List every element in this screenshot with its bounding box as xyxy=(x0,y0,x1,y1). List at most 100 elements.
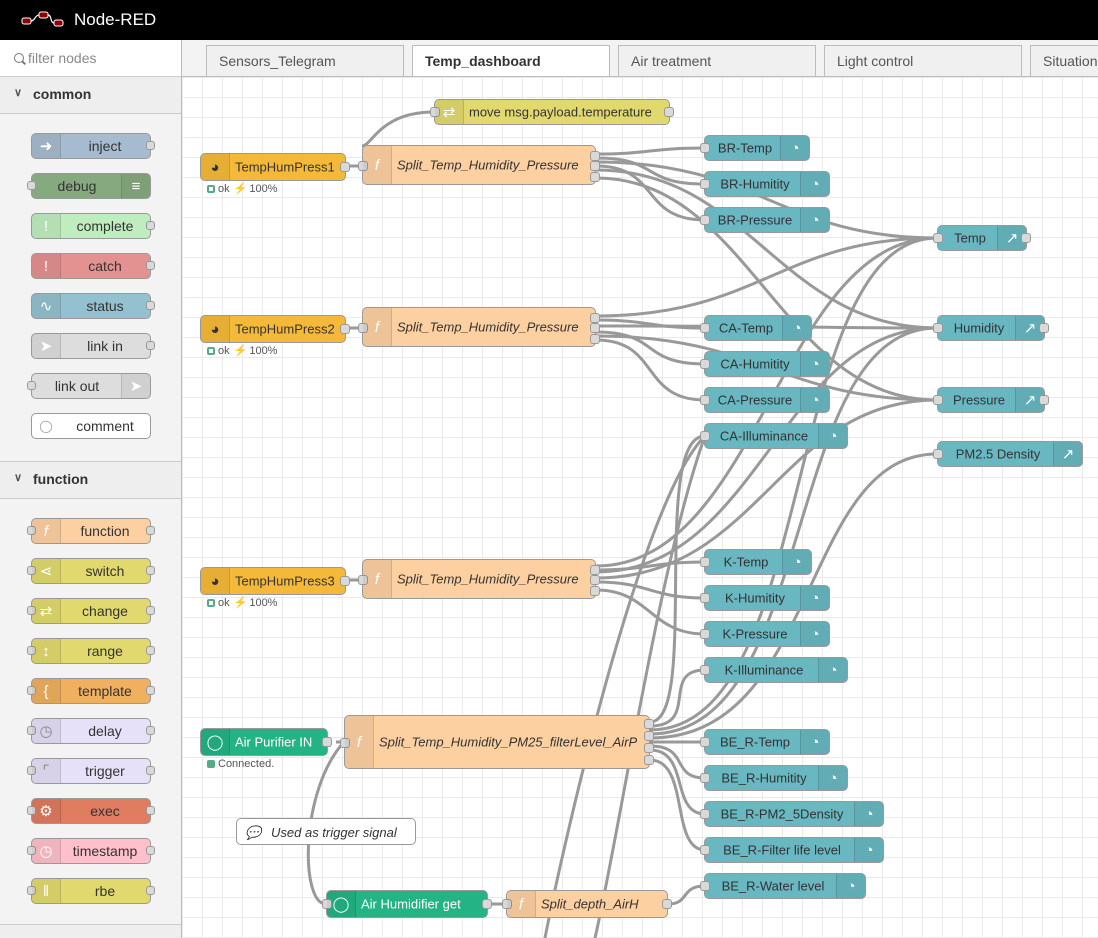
input-port[interactable] xyxy=(700,395,710,405)
gauge-node-k-temp[interactable]: K-Temp ◔ xyxy=(700,549,812,575)
sensor-node-temphumpress3[interactable]: ◕ TempHumPress3 xyxy=(200,567,350,595)
palette-node-exec[interactable]: ⚙ exec xyxy=(27,798,155,824)
input-port[interactable] xyxy=(322,899,332,909)
output-port[interactable] xyxy=(340,162,350,172)
input-port[interactable] xyxy=(700,593,710,603)
gauge-node-ber-water-level[interactable]: BE_R-Water level ◔ xyxy=(700,873,866,899)
output-port[interactable] xyxy=(590,334,600,344)
change-node-move-temperature[interactable]: ⇄ move msg.payload.temperature xyxy=(430,99,674,125)
output-port[interactable] xyxy=(590,575,600,585)
input-port[interactable] xyxy=(933,233,943,243)
sensor-node-temphumpress2[interactable]: ◕ TempHumPress2 xyxy=(200,315,350,343)
function-node-split3[interactable]: f Split_Temp_Humidity_Pressure xyxy=(358,559,600,599)
palette-node-rbe[interactable]: ‖ rbe xyxy=(27,878,155,904)
input-port[interactable] xyxy=(700,809,710,819)
input-port[interactable] xyxy=(430,107,440,117)
gauge-node-ber-pm25[interactable]: BE_R-PM2_5Density ◔ xyxy=(700,801,884,827)
gauge-node-k-humitity[interactable]: K-Humitity ◔ xyxy=(700,585,830,611)
gauge-node-ca-illuminance[interactable]: CA-Illuminance ◔ xyxy=(700,423,848,449)
input-port[interactable] xyxy=(700,773,710,783)
input-port[interactable] xyxy=(700,629,710,639)
chart-node-humidity[interactable]: Humidity ↗ xyxy=(933,315,1049,341)
gauge-node-ca-temp[interactable]: CA-Temp ◔ xyxy=(700,315,812,341)
output-port[interactable] xyxy=(644,743,654,753)
output-port[interactable] xyxy=(662,899,672,909)
output-port[interactable] xyxy=(590,586,600,596)
xiaomi-node-air-humidifier-get[interactable]: ◯ Air Humidifier get xyxy=(322,890,492,918)
gauge-node-ca-humitity[interactable]: CA-Humitity ◔ xyxy=(700,351,830,377)
gauge-node-ca-pressure[interactable]: CA-Pressure ◔ xyxy=(700,387,830,413)
input-port[interactable] xyxy=(700,557,710,567)
input-port[interactable] xyxy=(933,449,943,459)
input-port[interactable] xyxy=(700,143,710,153)
input-port[interactable] xyxy=(700,431,710,441)
palette-node-inject[interactable]: ➜ inject xyxy=(31,133,155,159)
input-port[interactable] xyxy=(933,323,943,333)
output-port[interactable] xyxy=(1021,233,1031,243)
palette-node-delay[interactable]: ◷ delay xyxy=(27,718,155,744)
gauge-node-ber-humitity[interactable]: BE_R-Humitity ◔ xyxy=(700,765,848,791)
output-port[interactable] xyxy=(322,737,332,747)
input-port[interactable] xyxy=(358,323,368,333)
palette-node-debug[interactable]: debug ≡ xyxy=(27,173,151,199)
input-port[interactable] xyxy=(700,215,710,225)
input-port[interactable] xyxy=(700,179,710,189)
output-port[interactable] xyxy=(1039,395,1049,405)
input-port[interactable] xyxy=(502,899,512,909)
function-node-split1[interactable]: f Split_Temp_Humidity_Pressure xyxy=(358,145,600,185)
output-port[interactable] xyxy=(644,755,654,765)
input-port[interactable] xyxy=(700,359,710,369)
filter-nodes-input[interactable] xyxy=(28,49,168,67)
chart-node-pm25-density[interactable]: PM2.5 Density ↗ xyxy=(933,441,1083,467)
palette-node-function[interactable]: f function xyxy=(27,518,155,544)
gauge-node-br-humitity[interactable]: BR-Humitity ◔ xyxy=(700,171,830,197)
output-port[interactable] xyxy=(644,719,654,729)
input-port[interactable] xyxy=(700,737,710,747)
output-port[interactable] xyxy=(340,324,350,334)
output-port[interactable] xyxy=(644,731,654,741)
palette-node-catch[interactable]: ! catch xyxy=(31,253,155,279)
gauge-node-br-temp[interactable]: BR-Temp ◔ xyxy=(700,135,810,161)
palette-category-next[interactable] xyxy=(0,924,181,938)
palette-node-comment[interactable]: ◯ comment xyxy=(31,413,151,439)
input-port[interactable] xyxy=(340,738,350,748)
output-port[interactable] xyxy=(1039,323,1049,333)
function-node-split2[interactable]: f Split_Temp_Humidity_Pressure xyxy=(358,307,600,347)
gauge-node-ber-temp[interactable]: BE_R-Temp ◔ xyxy=(700,729,830,755)
gauge-node-k-illuminance[interactable]: K-Illuminance ◔ xyxy=(700,657,848,683)
output-port[interactable] xyxy=(590,313,600,323)
tab-sensors-telegram[interactable]: Sensors_Telegram xyxy=(206,45,404,76)
output-port[interactable] xyxy=(590,565,600,575)
output-port[interactable] xyxy=(590,151,600,161)
palette-node-range[interactable]: ↕ range xyxy=(27,638,155,664)
palette-node-trigger[interactable]: ⌜ trigger xyxy=(27,758,155,784)
palette-node-status[interactable]: ∿ status xyxy=(31,293,155,319)
xiaomi-node-air-purifier-in[interactable]: ◯ Air Purifier IN xyxy=(200,728,332,756)
comment-node-trigger-signal[interactable]: 💬 Used as trigger signal xyxy=(236,818,416,845)
output-port[interactable] xyxy=(664,107,674,117)
input-port[interactable] xyxy=(700,665,710,675)
output-port[interactable] xyxy=(482,899,492,909)
function-node-split-depth[interactable]: f Split_depth_AirH xyxy=(502,890,672,918)
gauge-node-k-pressure[interactable]: K-Pressure ◔ xyxy=(700,621,830,647)
palette-node-switch[interactable]: ⋖ switch xyxy=(27,558,155,584)
gauge-node-br-pressure[interactable]: BR-Pressure ◔ xyxy=(700,207,830,233)
input-port[interactable] xyxy=(700,881,710,891)
flow-workspace[interactable]: ⇄ move msg.payload.temperature ◕ TempHum… xyxy=(182,77,1098,938)
chart-node-temp[interactable]: Temp ↗ xyxy=(933,225,1031,251)
palette-category-function[interactable]: ∨ function xyxy=(0,461,181,499)
tab-light-control[interactable]: Light control xyxy=(824,45,1022,76)
sensor-node-temphumpress1[interactable]: ◕ TempHumPress1 xyxy=(200,153,350,181)
palette-node-template[interactable]: { template xyxy=(27,678,155,704)
input-port[interactable] xyxy=(700,323,710,333)
output-port[interactable] xyxy=(340,576,350,586)
output-port[interactable] xyxy=(590,323,600,333)
tab-situation[interactable]: Situation xyxy=(1030,45,1098,76)
palette-node-link-out[interactable]: link out ➤ xyxy=(27,373,151,399)
input-port[interactable] xyxy=(933,395,943,405)
tab-air-treatment[interactable]: Air treatment xyxy=(618,45,816,76)
palette-category-common[interactable]: ∨ common xyxy=(0,76,181,114)
input-port[interactable] xyxy=(700,845,710,855)
palette-node-change[interactable]: ⇄ change xyxy=(27,598,155,624)
output-port[interactable] xyxy=(590,161,600,171)
